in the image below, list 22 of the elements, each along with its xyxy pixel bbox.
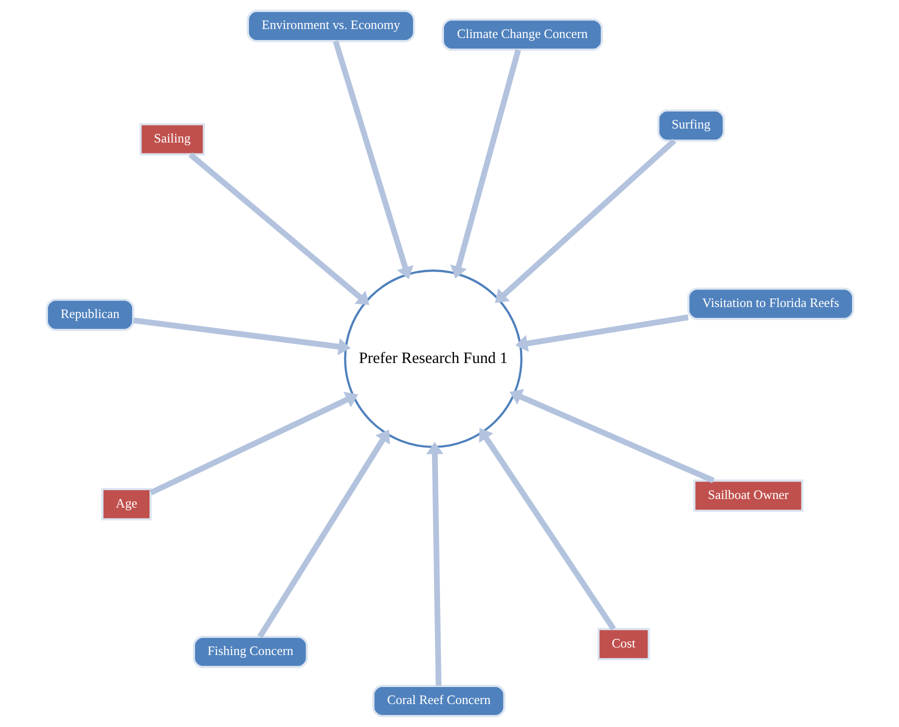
arrow	[494, 138, 676, 303]
arrow	[514, 314, 688, 352]
arrow	[256, 430, 390, 638]
arrow	[478, 428, 616, 631]
node-box: Age	[100, 488, 152, 520]
arrow	[450, 49, 520, 279]
arrow	[132, 318, 350, 356]
node-box: Environment vs. Economy	[246, 10, 415, 42]
arrow	[149, 392, 358, 496]
node-box: Climate Change Concern	[441, 18, 602, 51]
node-box: Coral Reef Concern	[372, 684, 505, 718]
node-box: Visitation to Florida Reefs	[686, 288, 854, 320]
node-box: Sailing	[139, 123, 204, 156]
node-box: Republican	[45, 298, 134, 331]
node-box: Fishing Concern	[192, 636, 308, 668]
node-box: Cost	[596, 628, 650, 660]
arrow	[509, 388, 714, 484]
arrow	[332, 40, 413, 280]
arrow	[188, 152, 369, 306]
node-box: Sailboat Owner	[692, 480, 803, 512]
node-box: Surfing	[656, 109, 724, 142]
arrow	[426, 442, 443, 686]
